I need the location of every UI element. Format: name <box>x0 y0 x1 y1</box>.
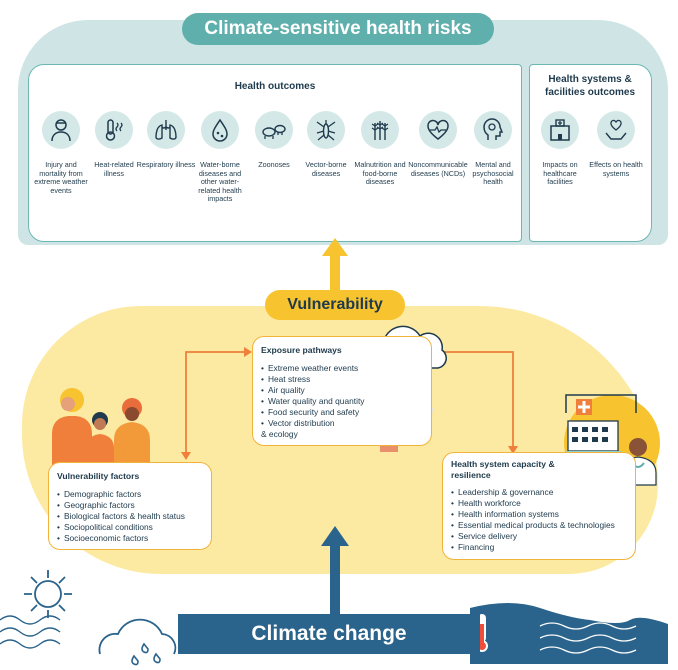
left-connector-arrow <box>185 351 244 452</box>
sun-icon <box>24 570 72 618</box>
health-outcomes-title: Health outcomes <box>234 81 316 92</box>
outcome-respiratory: Respiratory illness <box>136 111 196 170</box>
right-wave <box>470 603 668 664</box>
left-arrowhead-right <box>244 347 252 357</box>
hands-heart-icon <box>605 119 627 140</box>
head-icon <box>483 118 504 140</box>
list-item: Heat stress <box>261 374 436 385</box>
vulnerability-factors-card: Vulnerability factors Demographic factor… <box>48 462 212 550</box>
list-item: Health information systems <box>451 509 636 520</box>
raindrops-icon <box>131 642 161 666</box>
list-item: Vector distribution & ecology <box>261 418 336 440</box>
list-item: Extreme weather events <box>261 363 436 374</box>
injury-icon <box>51 119 71 142</box>
capacity-title: Health system capacity & resilience <box>451 459 555 480</box>
list-item: Financing <box>451 542 636 553</box>
climate-illustration <box>0 570 668 666</box>
outcome-vectorborne: Vector-borne diseases <box>296 111 356 178</box>
outcome-injury: Injury and mortality from extreme weathe… <box>31 111 91 195</box>
list-item: Geographic factors <box>57 500 212 511</box>
people-illustration <box>52 388 150 472</box>
wheat-icon <box>371 121 389 140</box>
list-item: Service delivery <box>451 531 636 542</box>
exposure-list: Extreme weather events Heat stress Air q… <box>261 363 436 440</box>
outcome-waterborne: Water-borne diseases and other water-rel… <box>190 111 250 204</box>
capacity-list: Leadership & governance Health workforce… <box>451 487 636 553</box>
list-item: Sociopolitical conditions <box>57 522 212 533</box>
outcome-ncds: Noncommunicable diseases (NCDs) <box>406 111 470 178</box>
outcome-zoonoses: Zoonoses <box>244 111 304 170</box>
up-arrow-yellow <box>322 238 348 292</box>
left-waves <box>0 615 61 649</box>
health-outcomes-panel <box>28 64 522 242</box>
exposure-card: Exposure pathways Extreme weather events… <box>252 336 432 446</box>
up-arrow-navy <box>321 526 349 616</box>
mosquito-icon <box>316 120 336 141</box>
lungs-icon <box>155 120 177 140</box>
animals-icon <box>262 124 286 139</box>
exposure-title: Exposure pathways <box>261 345 342 355</box>
list-item: Water quality and quantity <box>261 396 436 407</box>
heart-pulse-icon <box>427 119 449 140</box>
list-item: Food security and safety <box>261 407 436 418</box>
list-item: Essential medical products & technologie… <box>451 520 636 531</box>
climate-change-title: Climate change <box>178 614 480 654</box>
risks-title: Climate-sensitive health risks <box>182 13 494 45</box>
list-item: Demographic factors <box>57 489 212 500</box>
vulnerability-title: Vulnerability <box>265 290 405 320</box>
left-arrowhead-down <box>181 452 191 460</box>
cloud-outline <box>98 618 177 655</box>
list-item: Biological factors & health status <box>57 511 212 522</box>
capacity-card: Health system capacity & resilience Lead… <box>442 452 636 560</box>
vulnerability-factors-list: Demographic factors Geographic factors B… <box>57 489 212 544</box>
list-item: Health workforce <box>451 498 636 509</box>
right-wave-lines <box>539 622 637 654</box>
vulnerability-factors-title: Vulnerability factors <box>57 471 140 481</box>
outcome-heat: Heat-related illness <box>84 111 144 178</box>
systems-outcomes-panel <box>529 64 652 242</box>
outcome-facilities: Impacts on healthcare facilities <box>530 111 590 187</box>
list-item: Leadership & governance <box>451 487 636 498</box>
hospital-icon <box>550 119 570 141</box>
thermometer-icon <box>105 119 123 141</box>
right-arrowhead-down <box>508 446 518 454</box>
list-item: Air quality <box>261 385 436 396</box>
systems-outcomes-title: Health systems & facilities outcomes <box>544 74 636 98</box>
thermometer-icon <box>476 614 488 652</box>
right-connector-arrow <box>438 351 514 446</box>
outcome-malnutrition: Malnutrition and food-borne diseases <box>350 111 410 187</box>
outcome-systems: Effects on health systems <box>586 111 646 178</box>
water-drop-icon <box>212 118 228 142</box>
outcome-mental: Mental and psychosocial health <box>463 111 523 187</box>
list-item: Socioeconomic factors <box>57 533 212 544</box>
